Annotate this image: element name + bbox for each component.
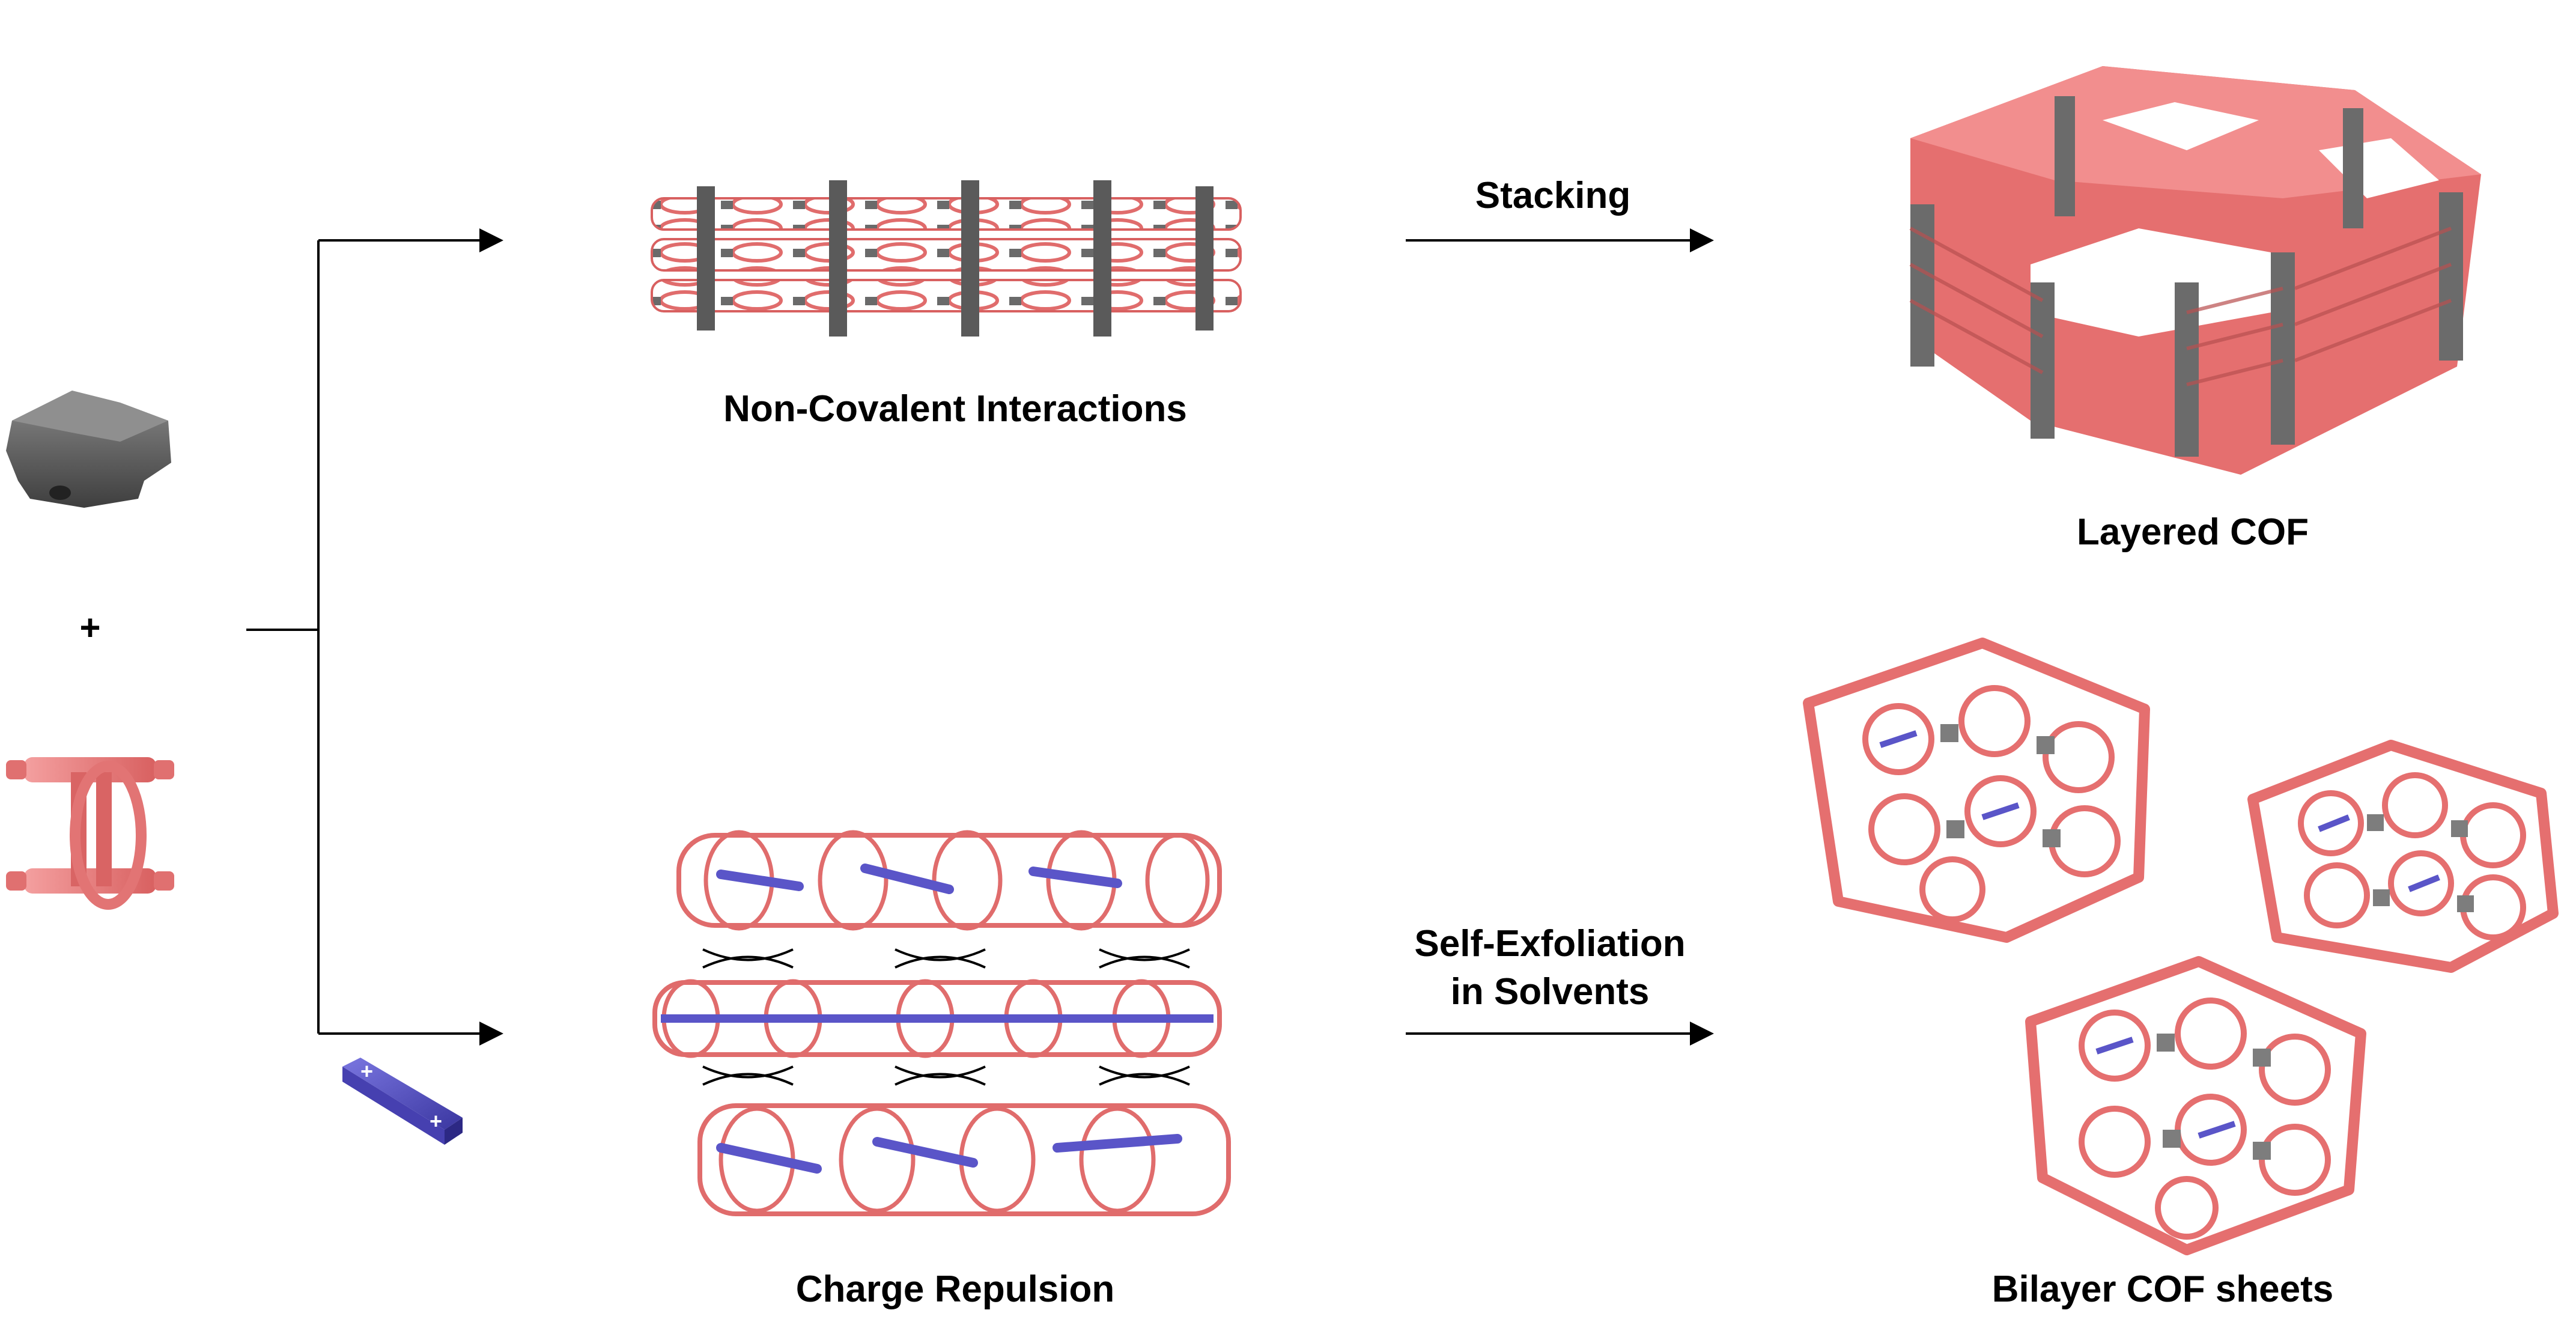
repulsion-symbols bbox=[702, 948, 1190, 1086]
layered-cof-illustration bbox=[1909, 66, 2481, 475]
self-exfoliation-label-line2: in Solvents bbox=[1450, 971, 1650, 1013]
stacked-layers-illustration bbox=[651, 180, 1242, 337]
charge-repulsion-label: Charge Repulsion bbox=[795, 1269, 1115, 1310]
bilayer-sheet-left bbox=[1803, 638, 2150, 943]
self-exfoliation-label-line1: Self-Exfoliation bbox=[1414, 923, 1686, 964]
repelled-layer-middle bbox=[652, 979, 1222, 1058]
non-covalent-label: Non-Covalent Interactions bbox=[723, 388, 1187, 430]
ring-linker-icon bbox=[6, 757, 174, 910]
branch-connector bbox=[246, 228, 503, 1046]
bilayer-sheet-bottom bbox=[2025, 956, 2366, 1255]
trigonal-node-icon bbox=[6, 391, 171, 508]
repelled-layer-bottom bbox=[697, 1103, 1231, 1216]
plus-sign: + bbox=[79, 608, 100, 648]
stack-layer bbox=[651, 197, 1242, 312]
layered-cof-label: Layered COF bbox=[2077, 511, 2309, 553]
charge-repulsion-illustration bbox=[652, 830, 1231, 1216]
svg-text:+: + bbox=[360, 1059, 373, 1083]
charged-rod-icon: + + bbox=[342, 1058, 463, 1145]
repelled-layer-top bbox=[676, 830, 1222, 931]
stacking-label: Stacking bbox=[1475, 175, 1631, 216]
bilayer-sheet-right bbox=[2247, 740, 2559, 973]
bilayer-cof-label: Bilayer COF sheets bbox=[1991, 1269, 2334, 1310]
svg-text:+: + bbox=[430, 1109, 442, 1133]
